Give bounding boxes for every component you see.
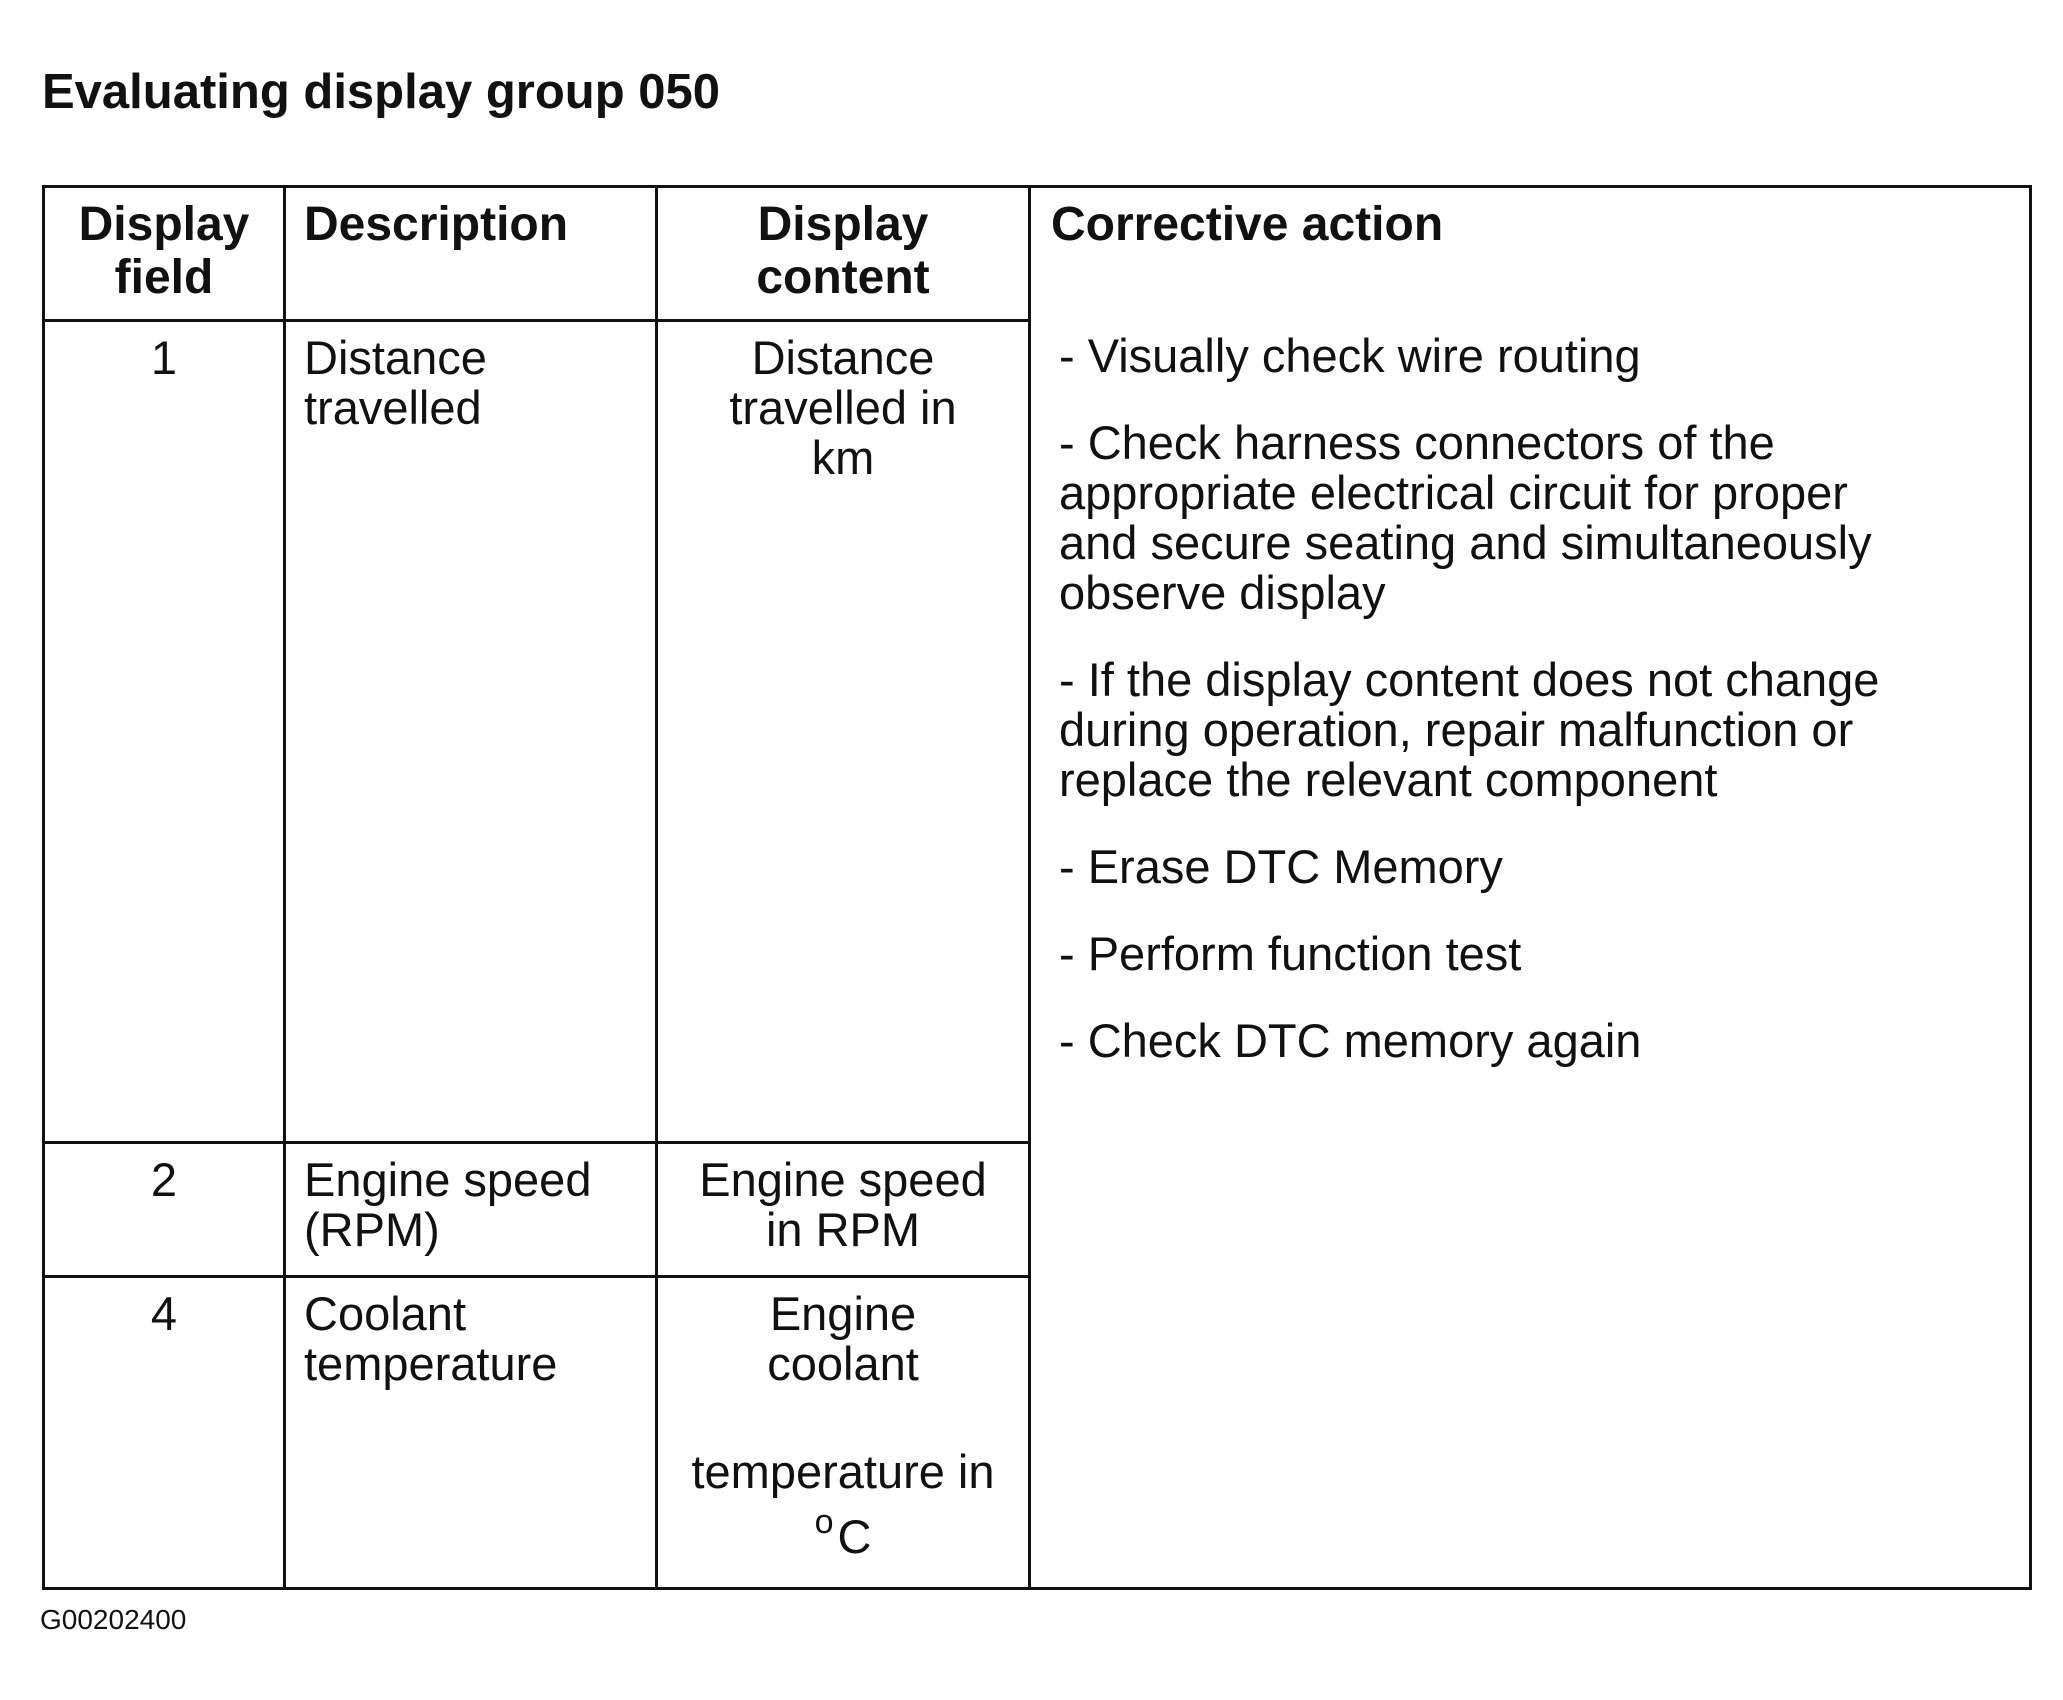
action-line: replace the relevant component: [1059, 753, 1718, 806]
corrective-action-item: - If the display content does not change…: [1059, 655, 2009, 805]
action-line: - Check harness connectors of the: [1059, 416, 1775, 469]
display-group-table: Display field Description Display conten…: [42, 185, 2032, 1590]
display-content-cell: Engine speed in RPM: [655, 1141, 1031, 1278]
content-unit: C: [837, 1510, 872, 1563]
page-title: Evaluating display group 050: [42, 65, 721, 119]
action-line: during operation, repair malfunction or: [1059, 703, 1854, 756]
table-header-row: Display field Description Display conten…: [42, 185, 2032, 1590]
action-line: - Visually check wire routing: [1059, 329, 1641, 382]
content-line: km: [811, 431, 875, 484]
action-line: - If the display content does not change: [1059, 653, 1880, 706]
corrective-action-cell: Corrective action - Visually check wire …: [1028, 185, 2032, 1590]
header-line: field: [114, 251, 214, 304]
content-line: Engine: [769, 1287, 917, 1340]
corrective-action-item: - Erase DTC Memory: [1059, 842, 2009, 892]
content-line: in RPM: [765, 1203, 921, 1256]
action-line: and secure seating and simultaneously: [1059, 516, 1872, 569]
corrective-action-item: - Perform function test: [1059, 929, 2009, 979]
description-line: temperature: [304, 1337, 558, 1390]
action-line: - Erase DTC Memory: [1059, 840, 1503, 893]
corrective-action-item: - Check DTC memory again: [1059, 1016, 2009, 1066]
display-field-cell: 4: [42, 1275, 286, 1590]
corrective-action-list: - Visually check wire routing - Check ha…: [1051, 331, 2009, 1066]
description-cell: Coolant temperature: [283, 1275, 658, 1590]
content-line: coolant: [767, 1337, 919, 1390]
content-line: travelled in: [729, 381, 957, 434]
display-content-cell: Engine coolant temperature in oC: [655, 1275, 1031, 1590]
content-spacer: [658, 1389, 1028, 1447]
action-line: - Perform function test: [1059, 927, 1522, 980]
header-line: Display: [757, 198, 929, 251]
description-line: travelled: [304, 381, 482, 434]
header-display-field: Display field: [42, 185, 286, 322]
content-line: temperature in: [691, 1445, 995, 1498]
display-field-value: 1: [150, 331, 178, 384]
header-line: Description: [304, 198, 569, 251]
action-line: appropriate electrical circuit for prope…: [1059, 466, 1848, 519]
action-line: - Check DTC memory again: [1059, 1014, 1642, 1067]
display-content-cell: Distance travelled in km: [655, 319, 1031, 1144]
description-cell: Engine speed (RPM): [283, 1141, 658, 1278]
header-line: Display: [78, 198, 250, 251]
header-line: content: [756, 251, 930, 304]
content-line: Engine speed: [699, 1153, 987, 1206]
table-row: 4 Coolant temperature Engine coolant tem…: [42, 1275, 2031, 1590]
display-field-value: 4: [150, 1287, 178, 1340]
table-row: 2 Engine speed (RPM) Engine speed in RPM: [42, 1141, 2031, 1278]
table-row: 1 Distance travelled Distance travelled …: [42, 319, 2031, 1144]
header-corrective-action: Corrective action: [1051, 198, 1444, 251]
action-line: observe display: [1059, 566, 1386, 619]
display-field-cell: 1: [42, 319, 286, 1144]
content-line: Distance: [751, 331, 935, 384]
content-unit-line: oC: [658, 1497, 1028, 1562]
degree-symbol: o: [814, 1503, 834, 1541]
figure-code: G00202400: [40, 1604, 187, 1635]
corrective-action-item: - Check harness connectors of the approp…: [1059, 418, 2009, 618]
description-line: Coolant: [304, 1287, 466, 1340]
header-description: Description: [283, 185, 658, 322]
description-line: Engine speed: [304, 1153, 592, 1206]
display-field-value: 2: [150, 1153, 178, 1206]
description-cell: Distance travelled: [283, 319, 658, 1144]
header-display-content: Display content: [655, 185, 1031, 322]
description-line: Distance: [304, 331, 487, 384]
corrective-action-item: - Visually check wire routing: [1059, 331, 2009, 381]
description-line: (RPM): [304, 1203, 440, 1256]
display-field-cell: 2: [42, 1141, 286, 1278]
